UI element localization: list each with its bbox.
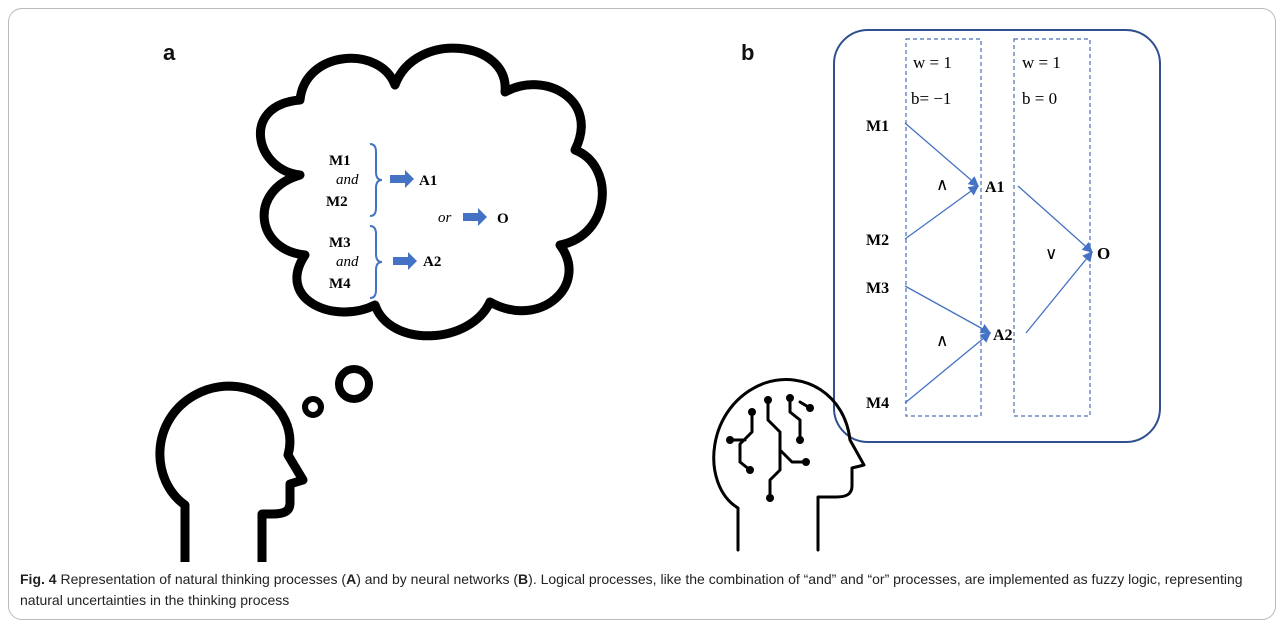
b-hidden-a1: A1 — [985, 179, 1005, 196]
caption-ref-a: A — [346, 571, 357, 587]
panel-b-letter: b — [741, 40, 755, 65]
brace-top — [369, 143, 383, 217]
b-hidden-a2: A2 — [993, 327, 1013, 344]
edge-a2-o — [1025, 250, 1093, 334]
figure-caption: Fig. 4 Representation of natural thinkin… — [20, 569, 1265, 611]
layer2-dashed-box — [1013, 38, 1091, 417]
a-m4-label: M4 — [329, 276, 351, 292]
b-input-m3: M3 — [866, 280, 889, 297]
edge-m1-a1 — [904, 122, 979, 187]
b-output-o: O — [1097, 244, 1110, 263]
thought-bubble-large — [335, 365, 373, 403]
ai-circuit-nodes — [726, 394, 814, 502]
and-symbol-bottom: ∧ — [936, 331, 948, 350]
arrow-a2-icon — [393, 252, 417, 270]
panel-a-letter: a — [163, 40, 176, 65]
caption-text-1: Representation of natural thinking proce… — [56, 571, 347, 587]
a-a2-label: A2 — [423, 254, 441, 270]
and-symbol-top: ∧ — [936, 175, 948, 194]
arrow-o-icon — [463, 208, 487, 226]
edge-m3-a2 — [904, 285, 992, 334]
layer2-bias: b = 0 — [1022, 89, 1057, 108]
b-input-m4: M4 — [866, 395, 889, 412]
edge-m2-a1 — [904, 185, 980, 240]
caption-fig-label: Fig. 4 — [20, 571, 57, 587]
layer1-bias: b= −1 — [911, 89, 951, 108]
human-head-icon — [155, 381, 308, 562]
thought-cloud — [256, 43, 607, 341]
a-and2-label: and — [336, 254, 359, 270]
a-m3-label: M3 — [329, 235, 351, 251]
a-or-label: or — [438, 210, 452, 226]
a-and1-label: and — [336, 172, 359, 188]
layer1-dashed-box — [905, 38, 982, 417]
a-o-label: O — [497, 211, 509, 227]
edge-m4-a2 — [904, 332, 992, 404]
ai-head-icon — [712, 378, 866, 552]
caption-ref-b: B — [518, 571, 529, 587]
caption-text-3: ). Logical processes, like the combinati… — [20, 571, 1243, 608]
or-symbol: ∨ — [1045, 244, 1057, 263]
thought-bubble-small — [302, 396, 324, 418]
caption-text-2: ) and by neural networks ( — [356, 571, 519, 587]
a-a1-label: A1 — [419, 173, 437, 189]
edge-a1-o — [1017, 185, 1093, 253]
network-box — [833, 29, 1161, 443]
a-m1-label: M1 — [329, 153, 351, 169]
b-input-m1: M1 — [866, 118, 889, 135]
a-m2-label: M2 — [326, 194, 348, 210]
b-input-m2: M2 — [866, 232, 889, 249]
arrow-a1-icon — [390, 170, 414, 188]
brace-bottom — [369, 225, 383, 299]
layer2-weight: w = 1 — [1022, 53, 1061, 72]
figure-frame — [8, 8, 1276, 620]
layer1-weight: w = 1 — [913, 53, 952, 72]
